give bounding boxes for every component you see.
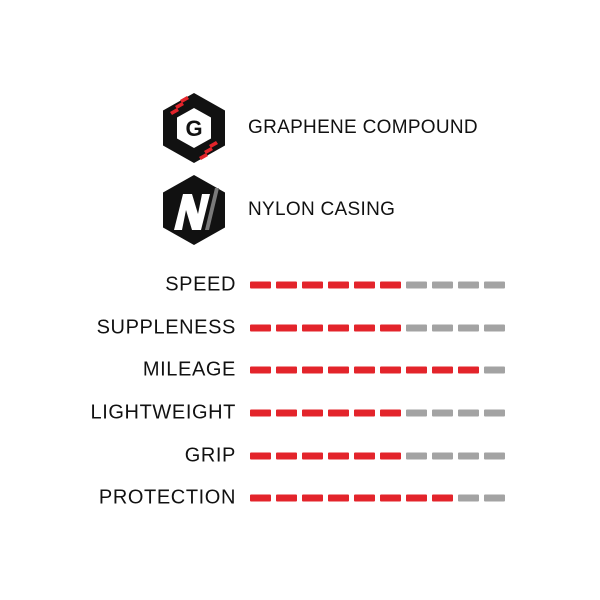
rating-segment-filled bbox=[276, 281, 297, 289]
rating-segment-filled bbox=[354, 409, 375, 417]
rating-bar bbox=[250, 324, 505, 332]
rating-segment-empty bbox=[406, 324, 427, 332]
rating-bar bbox=[250, 409, 505, 417]
rating-segment-filled bbox=[328, 452, 349, 460]
rating-segment-empty bbox=[484, 409, 505, 417]
rating-segment-filled bbox=[354, 452, 375, 460]
graphene-letter: G bbox=[185, 116, 202, 141]
rating-label: GRIP bbox=[184, 444, 236, 467]
rating-label: PROTECTION bbox=[98, 486, 236, 509]
rating-segment-empty bbox=[484, 281, 505, 289]
rating-row-lightweight: LIGHTWEIGHT bbox=[0, 392, 600, 435]
feature-nylon-casing: NYLON CASING bbox=[161, 174, 395, 246]
rating-segment-filled bbox=[276, 494, 297, 502]
rating-segment-empty bbox=[484, 494, 505, 502]
rating-bar bbox=[250, 494, 505, 502]
rating-row-speed: SPEED bbox=[0, 264, 600, 307]
rating-segment-empty bbox=[458, 494, 479, 502]
rating-segment-filled bbox=[302, 324, 323, 332]
rating-segment-empty bbox=[484, 452, 505, 460]
rating-segment-filled bbox=[354, 324, 375, 332]
rating-label: LIGHTWEIGHT bbox=[90, 401, 236, 424]
nylon-n-hexagon-icon bbox=[163, 175, 225, 245]
rating-segment-filled bbox=[250, 452, 271, 460]
rating-segment-empty bbox=[484, 366, 505, 374]
rating-segment-filled bbox=[458, 366, 479, 374]
rating-segment-filled bbox=[276, 409, 297, 417]
rating-segment-filled bbox=[250, 324, 271, 332]
rating-label: SPEED bbox=[165, 273, 236, 296]
rating-row-suppleness: SUPPLENESS bbox=[0, 307, 600, 350]
graphene-g-hexagon-icon: G bbox=[163, 93, 225, 163]
rating-segment-filled bbox=[328, 494, 349, 502]
rating-segment-empty bbox=[458, 324, 479, 332]
rating-segment-filled bbox=[380, 494, 401, 502]
rating-segment-filled bbox=[250, 281, 271, 289]
rating-segment-empty bbox=[406, 409, 427, 417]
rating-segment-filled bbox=[328, 324, 349, 332]
rating-segment-filled bbox=[328, 366, 349, 374]
rating-segment-filled bbox=[328, 409, 349, 417]
rating-segment-filled bbox=[250, 366, 271, 374]
rating-segment-filled bbox=[432, 366, 453, 374]
rating-segment-empty bbox=[406, 452, 427, 460]
rating-row-grip: GRIP bbox=[0, 434, 600, 477]
rating-segment-filled bbox=[276, 366, 297, 374]
rating-segment-filled bbox=[276, 452, 297, 460]
rating-segment-filled bbox=[250, 494, 271, 502]
rating-segment-empty bbox=[484, 324, 505, 332]
rating-segment-filled bbox=[328, 281, 349, 289]
rating-segment-empty bbox=[432, 281, 453, 289]
rating-segment-filled bbox=[380, 366, 401, 374]
rating-segment-empty bbox=[406, 281, 427, 289]
rating-bar bbox=[250, 281, 505, 289]
rating-segment-filled bbox=[406, 366, 427, 374]
rating-row-protection: PROTECTION bbox=[0, 477, 600, 520]
rating-segment-filled bbox=[276, 324, 297, 332]
rating-segment-empty bbox=[432, 452, 453, 460]
rating-segment-filled bbox=[302, 281, 323, 289]
rating-label: MILEAGE bbox=[142, 358, 236, 381]
feature-label-graphene: GRAPHENE COMPOUND bbox=[248, 117, 478, 138]
rating-segment-filled bbox=[380, 281, 401, 289]
rating-segment-filled bbox=[302, 366, 323, 374]
rating-segment-empty bbox=[432, 324, 453, 332]
rating-segment-empty bbox=[432, 409, 453, 417]
feature-graphene-compound: G GRAPHENE COMPOUND bbox=[161, 92, 478, 164]
rating-segment-filled bbox=[250, 409, 271, 417]
ratings-list: SPEED SUPPLENESS MILEAGE LIGHTWEIGHT GRI… bbox=[0, 264, 600, 520]
rating-segment-empty bbox=[458, 281, 479, 289]
rating-segment-filled bbox=[302, 409, 323, 417]
rating-label: SUPPLENESS bbox=[96, 316, 236, 339]
rating-bar bbox=[250, 452, 505, 460]
rating-segment-filled bbox=[354, 494, 375, 502]
rating-bar bbox=[250, 366, 505, 374]
rating-segment-filled bbox=[302, 452, 323, 460]
rating-segment-filled bbox=[406, 494, 427, 502]
rating-segment-filled bbox=[354, 366, 375, 374]
rating-segment-filled bbox=[302, 494, 323, 502]
rating-segment-empty bbox=[458, 409, 479, 417]
rating-segment-filled bbox=[432, 494, 453, 502]
rating-segment-filled bbox=[380, 409, 401, 417]
feature-label-nylon: NYLON CASING bbox=[248, 199, 396, 220]
rating-segment-empty bbox=[458, 452, 479, 460]
rating-segment-filled bbox=[354, 281, 375, 289]
rating-segment-filled bbox=[380, 324, 401, 332]
rating-segment-filled bbox=[380, 452, 401, 460]
rating-row-mileage: MILEAGE bbox=[0, 349, 600, 392]
